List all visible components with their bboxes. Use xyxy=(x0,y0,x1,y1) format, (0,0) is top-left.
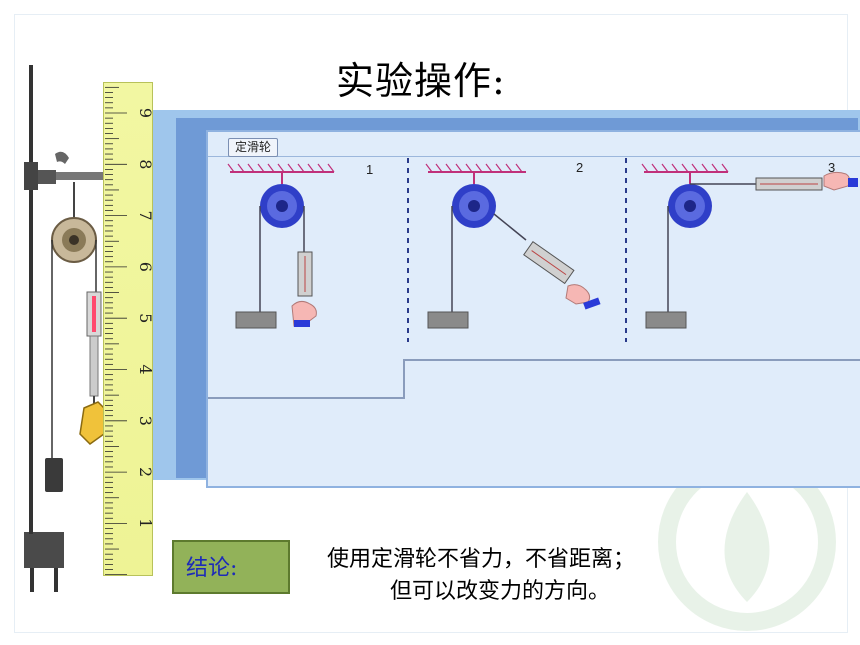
stand-base xyxy=(24,532,64,568)
page-title: 实验操作: xyxy=(336,59,506,103)
tab-fixed-pulley[interactable]: 定滑轮 xyxy=(228,138,279,157)
ruler-label: 4 xyxy=(136,364,152,374)
ruler: 0cm123456789 xyxy=(103,82,153,576)
ruler-label: 3 xyxy=(136,416,152,426)
ruler-labels: 0cm123456789 xyxy=(136,108,152,575)
spring-scale xyxy=(86,291,102,408)
ruler-label: 8 xyxy=(136,159,152,169)
ruler-ticks xyxy=(105,86,127,575)
scene-number-2: 2 xyxy=(576,160,584,175)
ruler-label: 7 xyxy=(136,211,152,221)
conclusion-line-2: 但可以改变力的方向。 xyxy=(390,579,611,604)
hand-icon xyxy=(565,284,591,305)
panel-frame: 定滑轮 1 2 3 xyxy=(176,118,860,488)
ruler-label: 2 xyxy=(136,467,152,477)
scene-number-1: 1 xyxy=(366,162,374,177)
pulley-icon xyxy=(51,217,97,263)
pulley-icon xyxy=(668,184,712,228)
scene-number-3: 3 xyxy=(828,160,836,175)
experiment-stage: 定滑轮 1 2 3 xyxy=(206,130,860,488)
conclusion-line-1: 使用定滑轮不省力，不省距离； xyxy=(327,547,636,572)
ruler-label: 1 xyxy=(136,518,152,528)
weight xyxy=(45,458,63,492)
ruler-label: 9 xyxy=(136,108,152,118)
animation-panel: 定滑轮 1 2 3 xyxy=(153,110,860,488)
horizontal-rod xyxy=(56,172,110,180)
hand-icon xyxy=(823,171,851,191)
scene-2 xyxy=(425,163,601,329)
ruler-label: 6 xyxy=(136,262,152,272)
stand-rod xyxy=(29,65,33,535)
pulley-apparatus xyxy=(24,65,110,592)
ruler-label: 5 xyxy=(136,313,152,323)
pulley-icon xyxy=(452,184,496,228)
stage-header: 定滑轮 xyxy=(208,132,860,157)
scene-3 xyxy=(641,163,858,329)
scene-drawings xyxy=(208,158,860,399)
scene-1 xyxy=(227,163,335,329)
conclusion-label: 结论: xyxy=(172,540,290,594)
clamp xyxy=(24,162,38,190)
pulley-icon xyxy=(260,184,304,228)
hand-icon xyxy=(291,300,317,327)
